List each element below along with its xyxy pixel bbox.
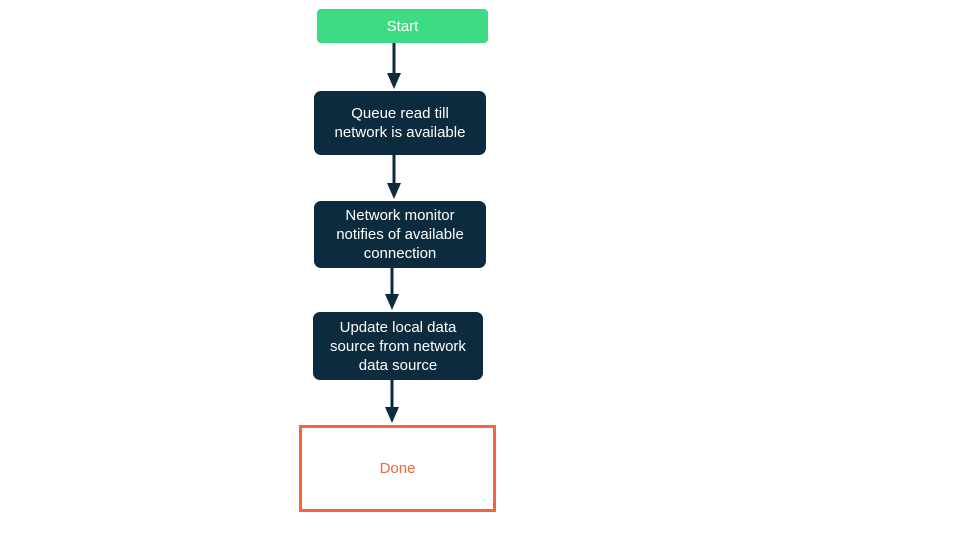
node-done-label: Done bbox=[379, 460, 416, 477]
connector-update-to-done bbox=[384, 380, 400, 425]
node-queue-read-label: Queue read till network is available bbox=[334, 105, 466, 141]
node-update-local[interactable]: Update local data source from network da… bbox=[313, 312, 483, 380]
node-queue-read[interactable]: Queue read till network is available bbox=[314, 91, 486, 155]
node-network-monitor-label: Network monitor notifies of available co… bbox=[336, 207, 464, 262]
node-start[interactable]: Start bbox=[317, 9, 488, 43]
connector-monitor-to-update bbox=[384, 268, 400, 312]
node-network-monitor[interactable]: Network monitor notifies of available co… bbox=[314, 201, 486, 268]
node-start-label: Start bbox=[386, 17, 419, 35]
node-done[interactable]: Done bbox=[299, 425, 496, 512]
node-update-local-label: Update local data source from network da… bbox=[330, 318, 466, 374]
connector-queue-to-monitor bbox=[386, 155, 402, 201]
connector-start-to-queue bbox=[386, 43, 402, 91]
